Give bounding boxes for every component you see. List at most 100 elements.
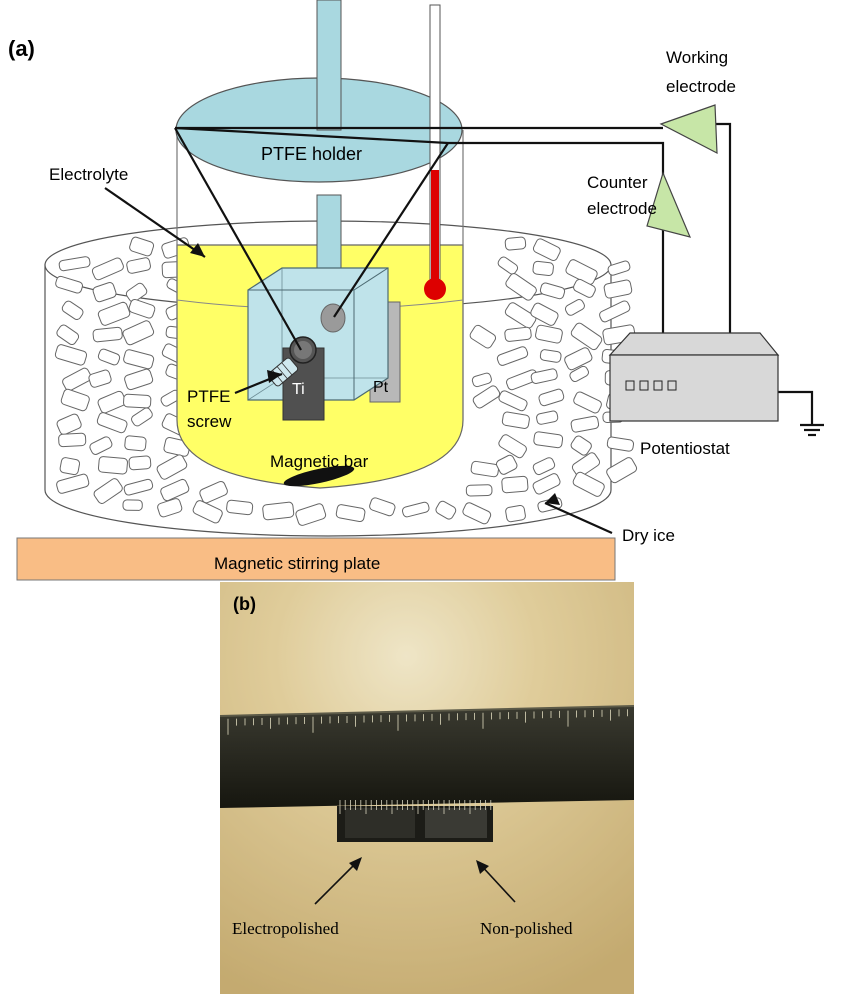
dry-ice-chunk [56,324,80,346]
non-polished-label: Non-polished [480,919,573,938]
dry-ice-chunk [92,326,123,343]
dry-ice-chunk [129,236,155,257]
dry-ice-chunk [58,432,87,448]
dry-ice-chunk [60,388,90,412]
dry-ice-chunk [572,471,605,497]
dry-ice-chunk [59,457,81,476]
dry-ice-chunk [128,455,152,471]
dry-ice-chunk [91,257,124,281]
dry-ice-chunk [472,385,501,409]
wiring [174,122,824,437]
dry-ice-chunk [128,298,156,319]
working-electrode-label-line1: Working [666,48,728,67]
counter-electrode-amplifier [646,171,692,238]
dry-ice-chunk [123,478,154,496]
dry-ice-chunk [532,473,561,495]
dry-ice-chunk [93,478,123,504]
dry-ice-chunk [505,273,537,301]
dry-ice-chunk [124,368,154,391]
dry-ice-chunk [497,256,519,275]
dry-ice-chunk [56,473,90,494]
dry-ice-chunk [564,347,593,371]
dry-ice-chunk [469,324,497,349]
dry-ice-chunk [89,436,113,455]
dry-ice-chunk [606,457,638,484]
dry-ice-chunk [58,256,91,272]
dry-ice-chunk [569,365,589,383]
dry-ice-chunk [97,348,121,366]
dry-ice-chunk [532,457,556,476]
dry-ice-chunk [54,344,88,366]
dry-ice-chunk [122,499,143,511]
dry-ice-chunk [603,279,633,299]
dry-ice-chunk [156,454,188,480]
dry-ice-chunk [599,300,631,323]
dry-ice-chunk [573,391,602,414]
dry-ice-chunk [56,413,82,435]
magnetic-stirring-plate [16,537,616,581]
dry-ice-chunk [199,480,228,504]
dry-ice-chunk [125,282,148,303]
dry-ice-chunk [97,301,131,326]
dry-ice-chunk [501,411,530,429]
dry-ice-chunk [498,434,527,459]
dry-ice-chunk [530,302,559,326]
dry-ice-chunk [496,346,529,366]
dry-ice-chunk [539,349,562,363]
dry-ice-chunk [532,260,554,276]
dry-ice-chunk [564,299,585,316]
dry-ice-chunk [131,407,153,427]
working-electrode-amplifier [659,104,718,155]
dry-ice-chunk [501,475,529,494]
dry-ice-chunk [504,326,532,342]
panel-b-photo: (b) Electropolished Non-polished [219,582,635,994]
dry-ice-chunk [471,372,492,388]
dry-ice-chunk [97,456,128,475]
dry-ice-chunk [462,502,492,525]
dry-ice-chunk [61,300,84,320]
sample-reflection-ticks [339,800,492,814]
dry-ice-chunk [62,367,92,392]
dry-ice-chunk [124,435,147,452]
counter-electrode-label-line1: Counter [587,173,648,192]
dry-ice-chunk [123,349,155,370]
dry-ice-chunk [335,504,366,523]
dry-ice-chunk [539,282,566,300]
dry-ice-chunk [160,478,190,502]
dry-ice-chunk [571,452,601,478]
dry-ice-chunk [536,410,559,425]
dry-ice-chunk [565,259,598,285]
dry-ice-chunk [535,324,563,344]
dry-ice-chunk [92,282,117,303]
working-electrode-label-line2: electrode [666,77,736,96]
dry-ice-chunk [504,302,537,329]
dry-ice-chunk [402,501,430,518]
electropolished-label: Electropolished [232,919,339,938]
ptfe-screw-label-line2: screw [187,412,232,431]
ptfe-holder-label: PTFE holder [261,144,362,164]
ptfe-holder [175,0,463,278]
ti-label: Ti [292,381,305,398]
sample-holder-cube [247,267,401,421]
pt-label: Pt [373,379,389,396]
counter-electrode-label-line2: electrode [587,199,657,218]
stirring-plate-label: Magnetic stirring plate [214,554,380,573]
dry-ice-chunk [122,320,155,346]
dry-ice-chunk [570,415,600,433]
dry-ice-chunk [295,503,327,526]
dry-ice-chunk [538,388,565,407]
dry-ice-chunk [504,236,527,251]
potentiostat [608,332,780,422]
dry-ice-chunk [88,369,112,388]
dry-ice-chunk [498,390,528,412]
panel-a-label: (a) [8,36,35,61]
dry-ice-chunk [570,322,603,351]
potentiostat-label: Potentiostat [640,439,730,458]
dry-ice-chunk [495,454,518,475]
dry-ice-chunk [369,497,396,517]
dry-ice-chunk [55,275,83,294]
dry-ice-chunk [226,499,254,516]
dry-ice-chunk [126,257,151,274]
electrolyte-label: Electrolyte [49,165,128,184]
magnetic-bar [283,465,355,487]
